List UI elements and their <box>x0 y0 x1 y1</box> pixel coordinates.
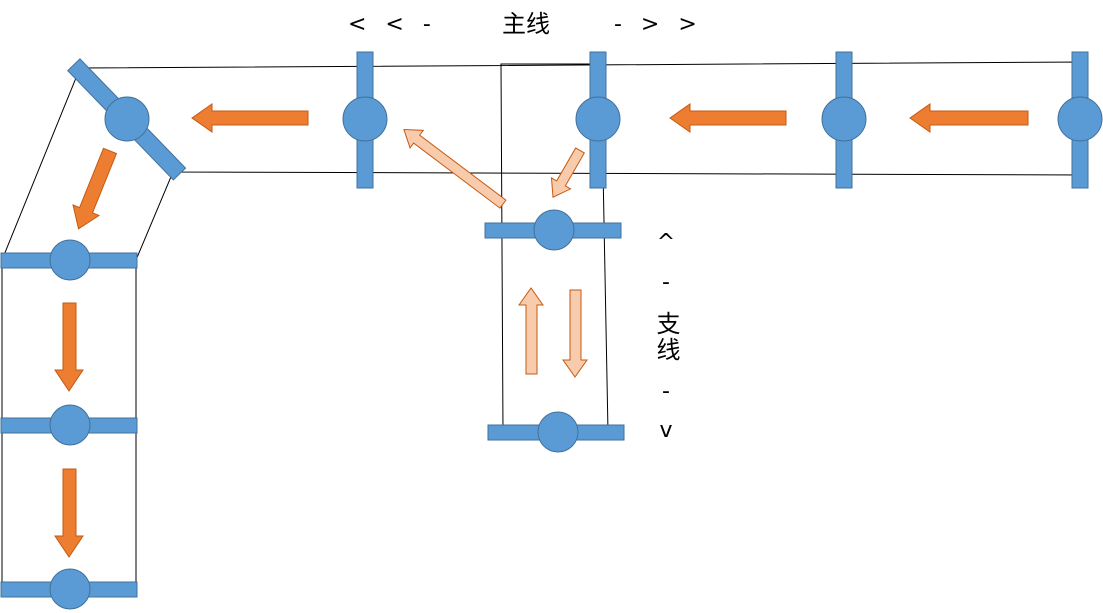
station-node-icon <box>537 411 579 453</box>
main-line-label: 主线 <box>502 10 550 38</box>
station-node-icon <box>575 96 621 142</box>
station-node-icon <box>533 209 575 251</box>
branch-line-label-group: ^ - 支线 - v <box>648 232 684 442</box>
station-node-icon <box>49 404 91 446</box>
station-left-2 <box>0 404 138 446</box>
station-node-icon <box>342 96 388 142</box>
station-node-icon <box>49 568 91 610</box>
branch-down-arrow: v <box>659 418 673 443</box>
branch-up-arrow: ^ <box>656 230 676 255</box>
flow-arrow-icon <box>909 103 1029 133</box>
main-flow-arrows <box>54 103 1029 558</box>
flow-arrow-icon <box>669 103 787 133</box>
branch-dash-top: - <box>662 269 670 295</box>
branch-flow-arrows <box>403 128 588 378</box>
flow-arrow-icon <box>518 287 544 375</box>
corner-track-outline <box>1 67 174 261</box>
track-outlines <box>1 61 1087 591</box>
branch-dash-bottom: - <box>662 378 670 404</box>
flow-arrow-icon <box>191 103 309 133</box>
station-left-1 <box>0 239 138 281</box>
station-node-icon <box>104 96 150 142</box>
station-corner <box>67 58 187 181</box>
main-line-right-arrows: - > > <box>614 12 697 37</box>
flow-arrow-icon <box>54 468 84 558</box>
station-branch-bottom <box>487 411 625 453</box>
station-branch-top <box>484 209 622 251</box>
flow-arrow-icon <box>72 147 118 230</box>
station-main-3 <box>821 51 867 189</box>
station-main-1 <box>342 51 388 189</box>
station-node-icon <box>821 96 867 142</box>
flow-arrow-icon <box>54 302 84 392</box>
station-node-icon <box>49 239 91 281</box>
stations <box>0 51 1103 610</box>
main-line-left-arrows: < < - <box>348 12 431 37</box>
station-main-2 <box>575 51 621 189</box>
branch-line-label: 支线 <box>652 311 680 363</box>
station-main-4 <box>1057 51 1103 189</box>
flow-arrow-icon <box>550 147 586 199</box>
flow-arrow-icon <box>403 128 507 209</box>
flow-arrow-icon <box>562 289 588 378</box>
station-node-icon <box>1057 96 1103 142</box>
station-left-3 <box>0 568 138 610</box>
